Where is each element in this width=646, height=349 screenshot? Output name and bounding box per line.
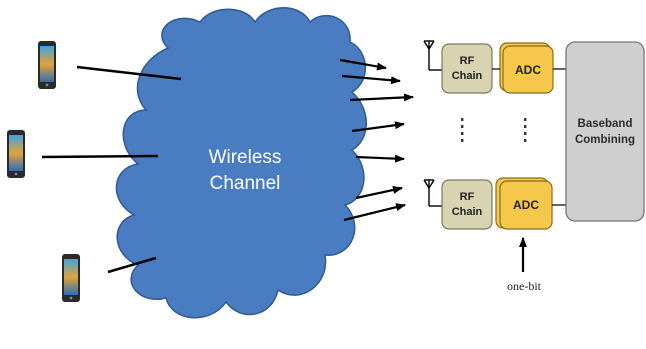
cloud-shape [115,7,367,319]
baseband-label-line1: Baseband [578,118,633,130]
baseband-label-line2: Combining [575,134,635,146]
rf-chain-block: RF Chain [441,43,493,94]
one-bit-label: one-bit [507,279,542,293]
rf-chain-block: RF Chain [441,179,493,230]
arrow-group [339,58,414,222]
vertical-ellipsis-icon [524,118,527,142]
adc-label: ADC [515,63,541,77]
arrow-icon [349,93,414,102]
arrow-icon [355,154,405,163]
arrow-icon [355,186,403,200]
user-link-line [41,154,159,159]
wireless-channel-cloud: Wireless Channel [115,7,367,319]
arrow-icon [339,58,387,71]
arrow-icon [341,74,401,85]
antenna-icon [423,40,442,71]
arrow-icon [351,121,405,133]
smartphone-icon [7,130,25,178]
rf-chain-label-line2: Chain [452,206,483,218]
rf-chain-label-line1: RF [460,55,475,67]
antenna-icon [423,179,442,207]
baseband-combining-block: Baseband Combining [565,41,645,222]
arrow-icon [343,203,406,222]
user-link-line [107,256,157,274]
adc-label: ADC [513,198,539,212]
user-link-line [76,65,182,81]
cloud-label-line2: Channel [210,173,281,194]
rf-chain-label-line1: RF [460,191,475,203]
vertical-ellipsis-icon [461,118,464,142]
adc-block: ADC [499,42,554,94]
smartphone-icon [62,254,80,302]
rf-chain-label-line2: Chain [452,70,483,82]
adc-block: ADC [495,177,553,230]
smartphone-icon [38,41,56,89]
cloud-label-line1: Wireless [209,147,282,168]
